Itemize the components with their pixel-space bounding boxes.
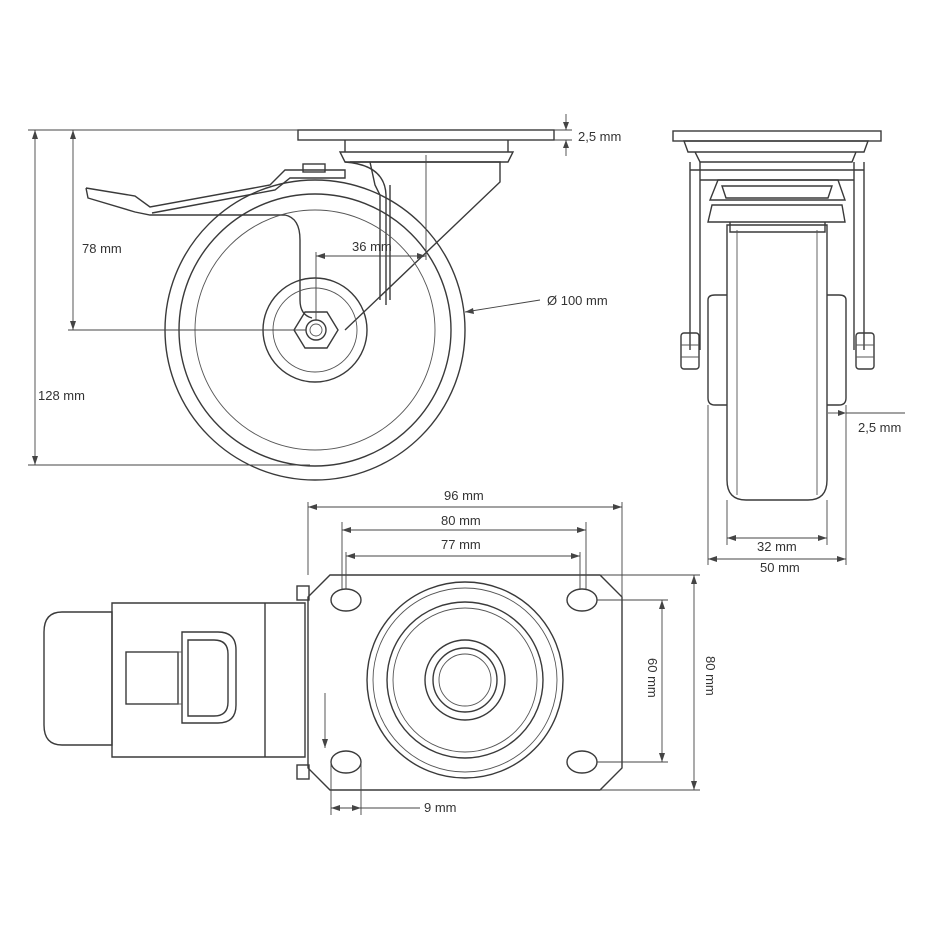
top-race-inner2 — [392, 607, 538, 753]
side-axle — [305, 319, 327, 341]
top-view: 96 mm 80 mm 77 mm 60 mm 80 mm — [43, 488, 718, 815]
top-hole-tr — [566, 588, 598, 612]
top-kingpin-hole — [438, 653, 492, 707]
front-fork — [689, 162, 865, 350]
side-axle-core — [309, 323, 323, 337]
top-race-outer — [366, 581, 564, 779]
side-brake-lever — [85, 169, 346, 319]
top-brake-arm — [111, 602, 306, 758]
top-hole-br — [566, 750, 598, 774]
dim-plate-length: 96 mm — [444, 488, 484, 503]
side-view: 2,5 mm 128 mm 78 mm 36 mm Ø 100 mm — [28, 114, 621, 481]
side-fork-leg — [344, 161, 387, 305]
dim-hole-pitch-inner: 77 mm — [441, 537, 481, 552]
dim-plate-width: 80 mm — [703, 656, 718, 696]
front-nut-left — [680, 332, 700, 370]
dim-tread-width: 32 mm — [757, 539, 797, 554]
front-nut-right — [855, 332, 875, 370]
side-brake-clip — [302, 163, 326, 173]
dim-overall-width: 50 mm — [760, 560, 800, 575]
top-brake-window — [181, 631, 237, 724]
dim-plate-thickness: 2,5 mm — [578, 129, 621, 144]
dim-swivel-offset: 36 mm — [352, 239, 392, 254]
top-plate-clip — [296, 585, 310, 601]
top-race-mid — [372, 587, 558, 773]
side-bearing-race — [338, 140, 515, 163]
front-view: 2,5 mm 32 mm 50 mm — [672, 130, 905, 575]
front-bearing — [683, 140, 869, 163]
dim-side-gap: 2,5 mm — [858, 420, 901, 435]
front-brake-housing — [707, 179, 846, 233]
top-plate-clip-bottom — [296, 764, 310, 780]
top-race-inner — [386, 601, 544, 759]
dim-wheel-diameter: Ø 100 mm — [547, 293, 608, 308]
dim-hole-diameter: 9 mm — [424, 800, 457, 815]
front-wheel-body — [726, 224, 828, 501]
top-brake-pedal — [43, 611, 113, 746]
dim-hole-pitch-outer: 80 mm — [441, 513, 481, 528]
top-kingpin — [432, 647, 498, 713]
side-top-plate — [297, 129, 555, 141]
front-top-plate — [672, 130, 882, 142]
top-kingpin-outer — [424, 639, 506, 721]
dim-axle-height: 78 mm — [82, 241, 122, 256]
dim-total-height: 128 mm — [38, 388, 85, 403]
top-hole-bl — [330, 750, 362, 774]
top-brake-block — [125, 651, 179, 705]
front-wheel-hub — [707, 294, 847, 406]
dim-hole-pitch-vertical: 60 mm — [645, 658, 660, 698]
top-hole-tl — [330, 588, 362, 612]
